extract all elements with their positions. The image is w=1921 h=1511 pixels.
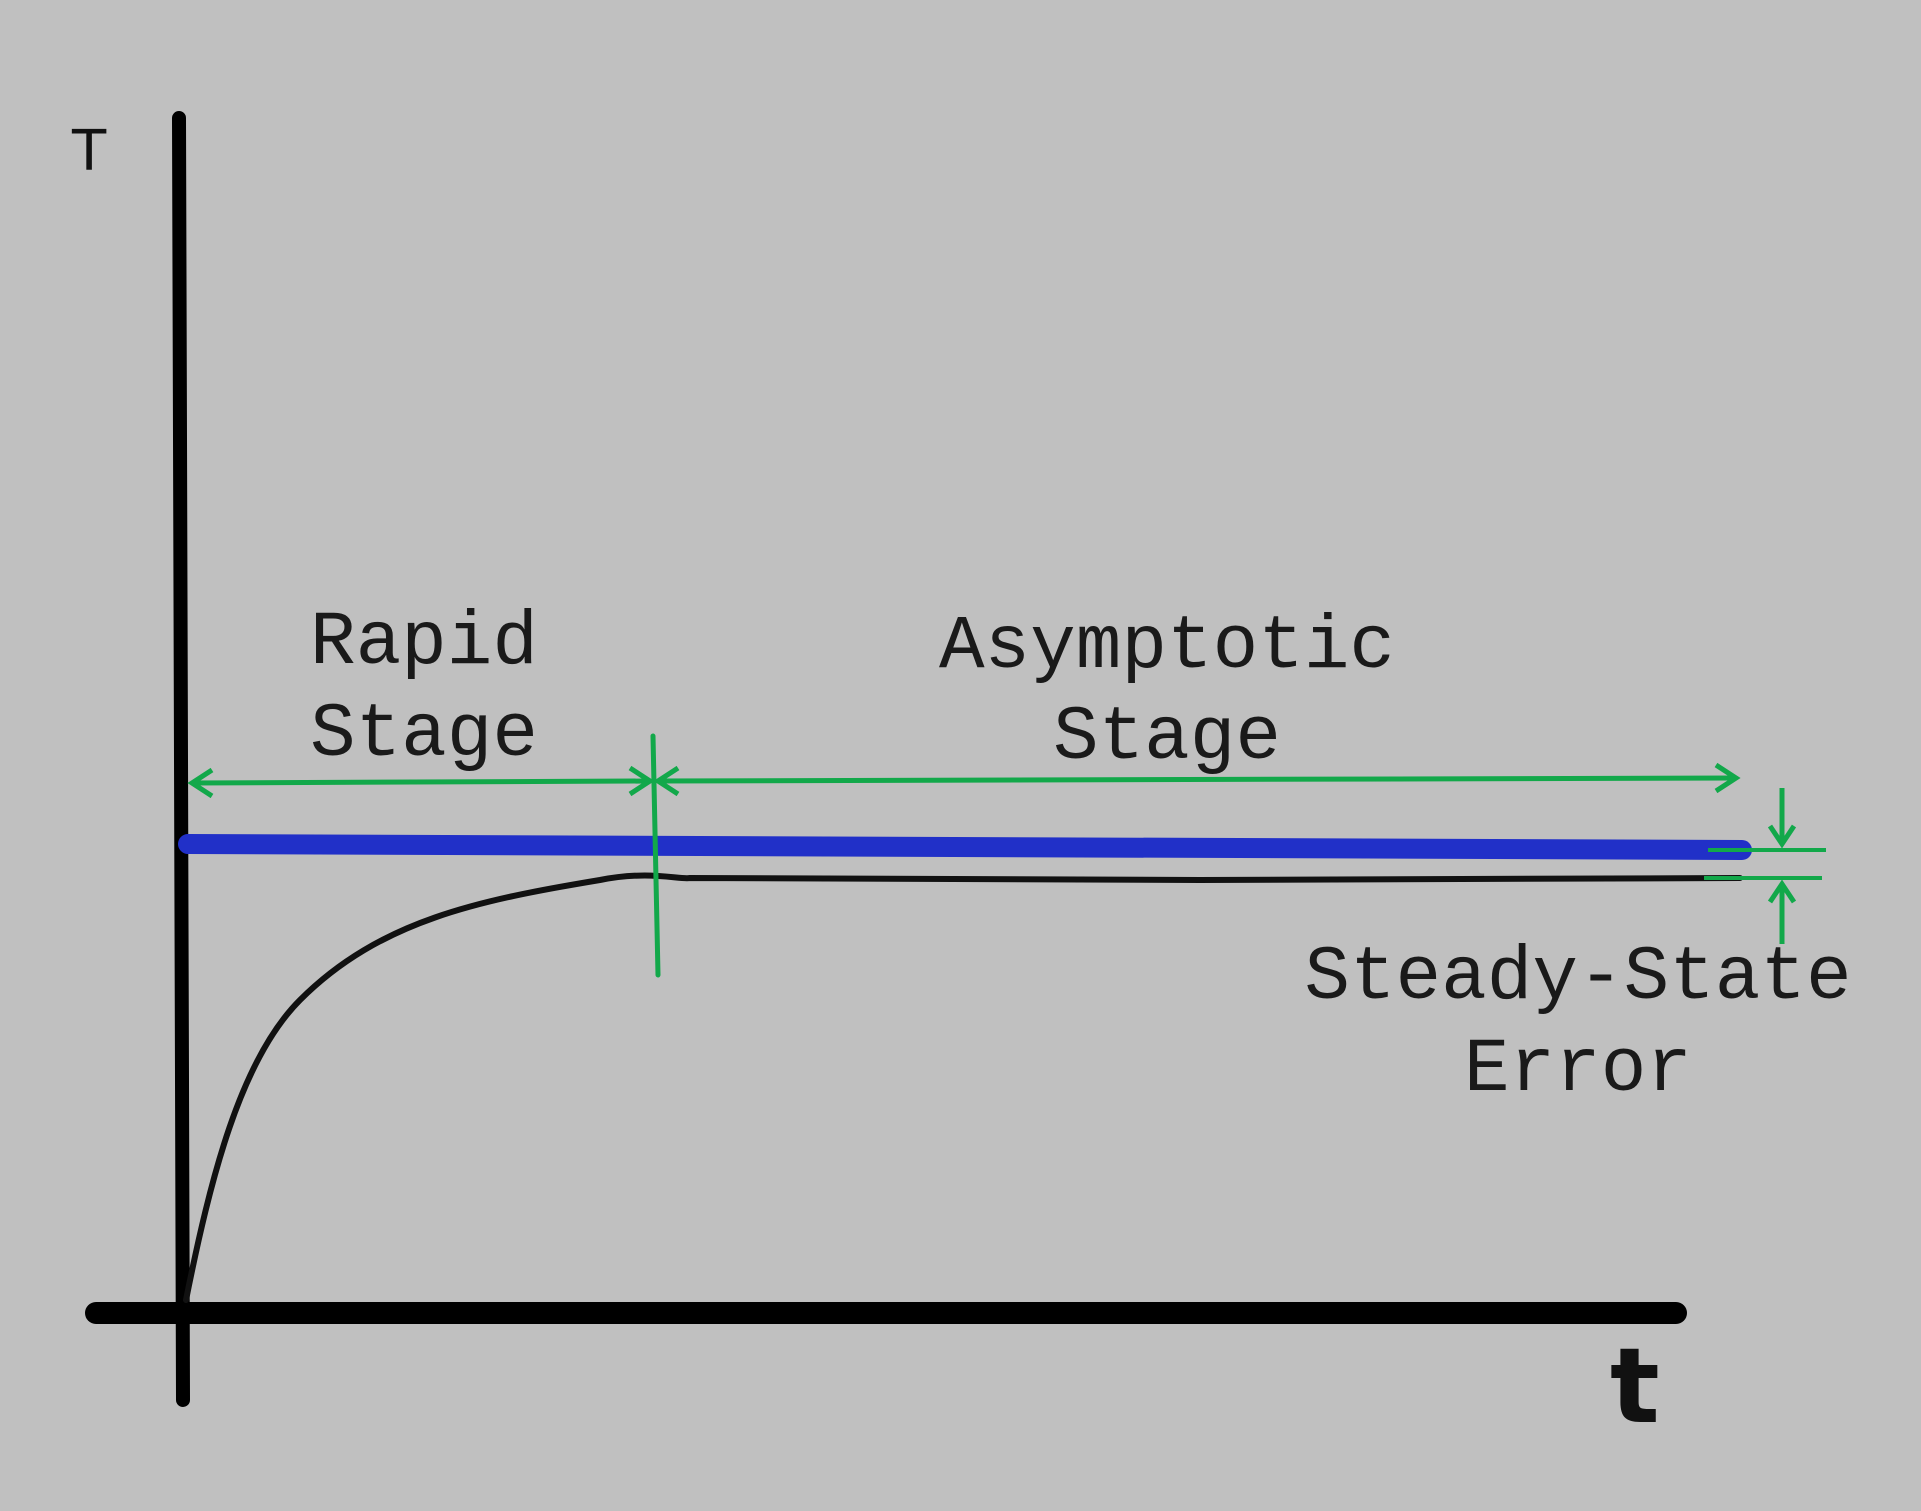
steady-state-error-marker — [1704, 788, 1826, 944]
rapid-stage-label-line2: Stage — [310, 692, 538, 778]
steady-state-error-label-line2: Error — [1464, 1027, 1692, 1113]
x-axis-label: t — [1610, 1325, 1660, 1447]
response-curve — [183, 872, 1743, 1303]
rapid-stage-arrow — [187, 765, 655, 799]
asymptotic-stage-arrow — [653, 762, 1741, 797]
asymptotic-stage-label-line1: Asymptotic — [939, 604, 1395, 690]
asymptotic-stage-label-line2: Stage — [1053, 695, 1281, 781]
y-axis — [172, 111, 190, 1407]
steady-state-error-label-line1: Steady-State — [1304, 935, 1851, 1021]
setpoint-line — [178, 834, 1752, 860]
y-axis-label: T — [71, 119, 107, 184]
rapid-stage-label-line1: Rapid — [310, 600, 538, 686]
stage-divider-marker — [650, 733, 661, 978]
